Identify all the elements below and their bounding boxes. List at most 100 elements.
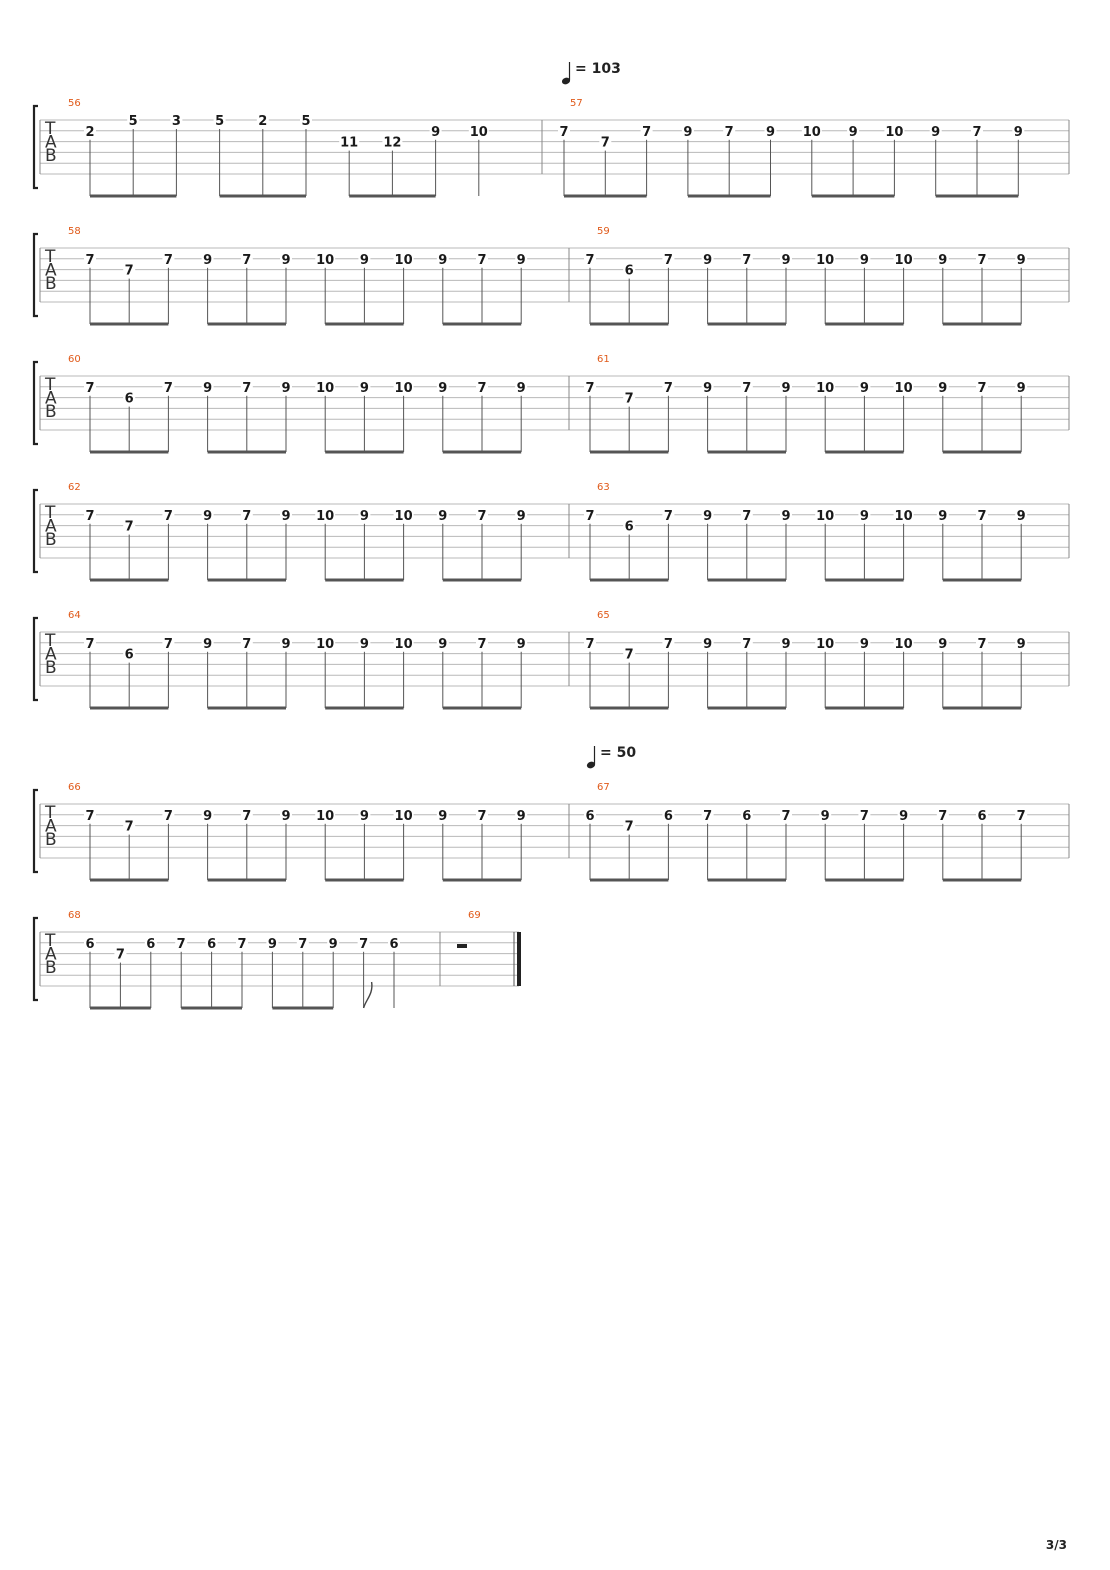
fret-knockout: [936, 807, 949, 821]
fret-knockout: [280, 379, 292, 393]
fret-knockout: [599, 134, 612, 148]
fret-number: 9: [899, 809, 908, 824]
fret-knockout: [662, 251, 675, 265]
fret-knockout: [701, 635, 714, 649]
fret-knockout: [123, 390, 136, 404]
fret-knockout: [740, 635, 753, 649]
measure-number: 59: [597, 226, 610, 237]
fret-knockout: [162, 635, 175, 649]
fret-number: 10: [803, 125, 821, 140]
fret-knockout: [127, 113, 140, 126]
fret-knockout: [976, 507, 988, 521]
fret-number: 10: [816, 637, 834, 652]
fret-knockout: [1015, 635, 1028, 649]
tab-clef-a: A: [45, 133, 57, 153]
fret-number: 9: [517, 809, 526, 824]
fret-number: 6: [664, 809, 673, 824]
quarter-note-icon: [561, 77, 571, 85]
fret-number: 7: [585, 637, 594, 652]
fret-number: 9: [281, 253, 290, 268]
fret-number: 9: [360, 253, 369, 268]
measure-number: 69: [468, 910, 481, 921]
tab-clef-t: T: [44, 631, 56, 651]
fret-knockout: [476, 807, 488, 821]
fret-number: 9: [683, 125, 692, 140]
fret-number: 6: [207, 937, 216, 952]
fret-knockout: [327, 935, 340, 949]
fret-knockout: [84, 507, 96, 521]
fret-knockout: [266, 935, 279, 949]
fret-number: 3: [172, 114, 181, 129]
fret-number: 10: [395, 809, 413, 824]
tab-clef-b: B: [45, 958, 57, 978]
fret-knockout: [201, 251, 214, 265]
fret-knockout: [681, 123, 694, 137]
fret-knockout: [393, 635, 414, 649]
fret-knockout: [976, 251, 988, 265]
fret-number: 9: [1017, 637, 1026, 652]
fret-number: 9: [281, 809, 290, 824]
fret-number: 7: [164, 253, 173, 268]
fret-knockout: [315, 635, 336, 649]
fret-knockout: [701, 251, 714, 265]
fret-number: 9: [938, 381, 947, 396]
tab-clef-t: T: [44, 931, 56, 951]
fret-knockout: [976, 635, 988, 649]
fret-number: 7: [664, 381, 673, 396]
fret-number: 9: [438, 509, 447, 524]
fret-number: 9: [1017, 381, 1026, 396]
fret-number: 7: [85, 381, 94, 396]
fret-number: 7: [585, 253, 594, 268]
fret-number: 7: [164, 637, 173, 652]
fret-number: 6: [125, 648, 134, 663]
tab-clef-t: T: [44, 375, 56, 395]
fret-number: 6: [125, 392, 134, 407]
measure-number: 60: [68, 354, 81, 365]
fret-knockout: [358, 807, 371, 821]
fret-number: 9: [431, 125, 440, 140]
fret-knockout: [436, 635, 449, 649]
fret-knockout: [858, 635, 871, 649]
fret-number: 9: [360, 637, 369, 652]
fret-knockout: [858, 807, 871, 821]
fret-knockout: [723, 123, 736, 137]
fret-number: 9: [517, 253, 526, 268]
fret-knockout: [436, 379, 449, 393]
fret-number: 9: [849, 125, 858, 140]
fret-number: 10: [316, 253, 334, 268]
fret-knockout: [436, 507, 449, 521]
fret-knockout: [429, 123, 442, 137]
system-bracket: [32, 232, 38, 318]
system-bracket: [32, 916, 38, 1002]
measure-number: 63: [597, 482, 610, 493]
tab-clef-t: T: [44, 803, 56, 823]
fret-number: 9: [703, 509, 712, 524]
fret-number: 9: [821, 809, 830, 824]
measure-number: 56: [68, 98, 81, 109]
fret-knockout: [358, 507, 371, 521]
fret-knockout: [240, 635, 253, 649]
fret-number: 10: [816, 381, 834, 396]
tab-clef-t: T: [44, 247, 56, 267]
fret-number: 7: [242, 253, 251, 268]
fret-knockout: [740, 507, 753, 521]
fret-knockout: [84, 123, 96, 137]
fret-number: 9: [860, 381, 869, 396]
fret-knockout: [623, 262, 636, 276]
tab-clef-b: B: [45, 146, 57, 166]
fret-number: 7: [860, 809, 869, 824]
fret-number: 7: [977, 509, 986, 524]
fret-knockout: [884, 123, 905, 137]
fret-number: 10: [316, 637, 334, 652]
fret-knockout: [662, 807, 675, 821]
fret-knockout: [936, 507, 949, 521]
fret-knockout: [780, 635, 792, 649]
measure-number: 62: [68, 482, 81, 493]
fret-number: 10: [885, 125, 903, 140]
fret-knockout: [780, 379, 792, 393]
fret-knockout: [84, 635, 96, 649]
